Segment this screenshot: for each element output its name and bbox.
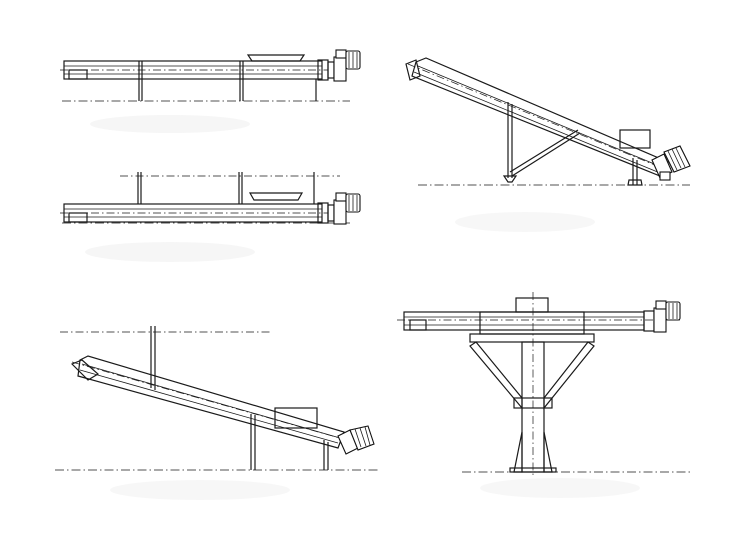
pedestal-screw-conveyor-view xyxy=(397,292,690,478)
gear-motor-icon xyxy=(333,192,361,225)
gear-motor-icon xyxy=(337,425,375,455)
inlet-hopper xyxy=(248,192,304,201)
inlet-box xyxy=(515,297,549,313)
inlet-box xyxy=(619,129,651,149)
inclined-screw-conveyor-right-view xyxy=(405,57,691,186)
gear-motor-icon xyxy=(333,49,361,82)
base-plate xyxy=(509,467,557,473)
conveyor-trough xyxy=(403,311,645,331)
inclined-trough xyxy=(77,355,345,449)
scan-smudges xyxy=(85,115,640,500)
pedestal-cap xyxy=(469,333,595,343)
horizontal-screw-conveyor-bottom-view xyxy=(60,172,361,225)
gear-motor-icon xyxy=(653,300,681,333)
center-frame xyxy=(479,311,585,335)
horizontal-screw-conveyor-top-view xyxy=(60,49,361,102)
diagonal-brace xyxy=(509,129,579,173)
inlet-box xyxy=(274,407,318,429)
inclined-screw-conveyor-left-view xyxy=(55,326,380,471)
gear-motor-icon xyxy=(651,145,691,181)
inlet-hopper xyxy=(246,54,306,62)
